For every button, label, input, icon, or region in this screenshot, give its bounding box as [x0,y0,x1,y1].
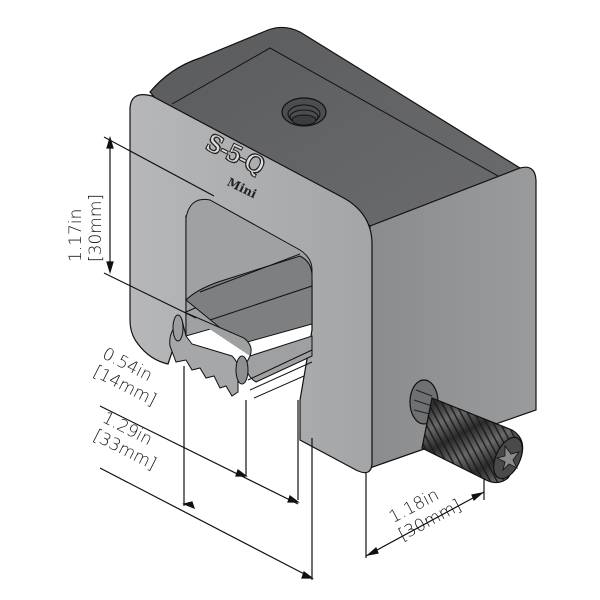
dimension-height-metric: [30mm] [86,193,106,262]
dimension-lines [99,135,485,580]
dimension-height-imperial: 1.17in [66,208,86,262]
threaded-top-hole [281,97,327,127]
dimension-height-label: 1.17in [30mm] [66,194,106,262]
torx-set-screw [409,379,524,484]
top-face [149,26,531,249]
torx-drive-icon [495,444,520,472]
clamp-jaw [169,253,313,399]
